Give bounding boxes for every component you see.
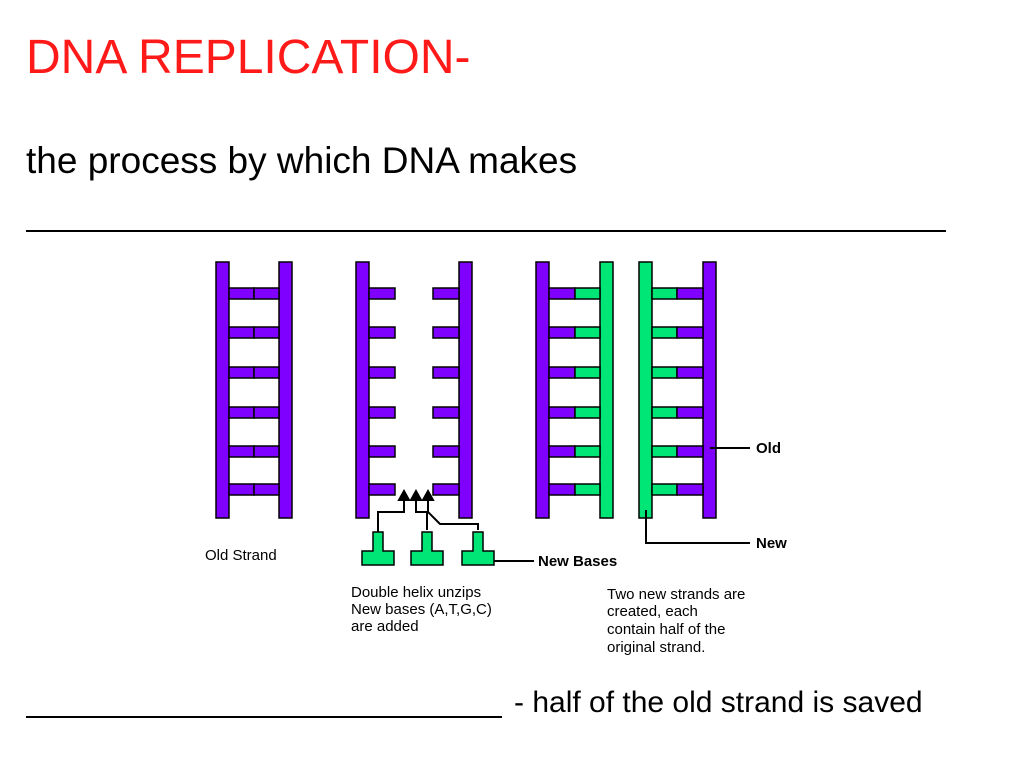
ladder2-half-left-4: [368, 406, 396, 419]
ladder2-half-right-2: [432, 326, 460, 339]
fill-in-blank-line: [26, 230, 946, 232]
ladder1-right-rail: [278, 261, 293, 519]
ladder4-rung-old-5: [676, 445, 704, 458]
ladder4-rung-new-4: [651, 406, 678, 419]
ladder2-half-right-5: [432, 445, 460, 458]
ladder2-half-right-6: [432, 483, 460, 496]
ladder1-rung-right-6: [253, 483, 280, 496]
arrow-head-3: [421, 488, 435, 501]
ladder2-half-left-5: [368, 445, 396, 458]
definition-text: the process by which DNA makes: [26, 140, 578, 181]
old-strand-label: Old Strand: [205, 547, 277, 564]
ladder4-rung-new-3: [651, 366, 678, 379]
ladder1-rung-left-2: [228, 326, 255, 339]
ladder1-rung-right-1: [253, 287, 280, 300]
ladder1-rung-right-3: [253, 366, 280, 379]
ladder3-rung-old-6: [548, 483, 576, 496]
ladder4-rung-old-1: [676, 287, 704, 300]
new-base-piece-2: [410, 531, 444, 566]
unzip-caption-line-2: New bases (A,T,G,C): [351, 601, 492, 618]
ladder3-rung-old-4: [548, 406, 576, 419]
ladder1-rung-left-3: [228, 366, 255, 379]
ladder4-rung-new-1: [651, 287, 678, 300]
ladder1-rung-right-4: [253, 406, 280, 419]
ladder4-rung-old-3: [676, 366, 704, 379]
result-caption-line-3: contain half of the: [607, 621, 725, 638]
ladder3-rung-new-6: [574, 483, 601, 496]
ladder4-rung-new-5: [651, 445, 678, 458]
new-pointer: [645, 510, 750, 544]
ladder3-rung-new-4: [574, 406, 601, 419]
ladder1-rung-right-5: [253, 445, 280, 458]
arrow-head-2: [409, 488, 423, 501]
ladder1-rung-left-4: [228, 406, 255, 419]
ladder2-half-left-3: [368, 366, 396, 379]
ladder1-rung-left-5: [228, 445, 255, 458]
old-label: Old: [756, 440, 781, 457]
ladder2-half-left-6: [368, 483, 396, 496]
pointer-lines: [494, 447, 750, 562]
ladder1-left-rail: [215, 261, 230, 519]
ladder1-rung-left-6: [228, 483, 255, 496]
bottom-statement: - half of the old strand is saved: [26, 688, 923, 718]
slide-title: DNA REPLICATION-: [26, 31, 471, 84]
new-base-pieces: [361, 531, 495, 566]
result-caption-line-2: created, each: [607, 603, 698, 620]
ladder3-rung-new-1: [574, 287, 601, 300]
connector-2: [415, 500, 428, 530]
ladder4-old-rail: [702, 261, 717, 519]
new-label: New: [756, 535, 787, 552]
ladder-graphics: [215, 261, 717, 519]
ladder3-rung-new-5: [574, 445, 601, 458]
connector-3: [427, 500, 479, 530]
ladder3-rung-old-1: [548, 287, 576, 300]
new-base-piece-1: [361, 531, 395, 566]
ladder3-rung-old-3: [548, 366, 576, 379]
ladder3-new-rail: [599, 261, 614, 519]
new-bases-label: New Bases: [538, 553, 617, 570]
ladder3-rung-old-2: [548, 326, 576, 339]
ladder2-right-rail: [458, 261, 473, 519]
ladder4-rung-new-6: [651, 483, 678, 496]
ladder1-rung-left-1: [228, 287, 255, 300]
unzip-caption-line-3: are added: [351, 618, 419, 635]
result-caption-line-1: Two new strands are: [607, 586, 745, 603]
result-caption-line-4: original strand.: [607, 639, 705, 656]
bottom-statement-text: - half of the old strand is saved: [514, 686, 923, 719]
ladder2-half-right-4: [432, 406, 460, 419]
ladder4-rung-old-2: [676, 326, 704, 339]
ladder3-old-rail: [535, 261, 550, 519]
ladder4-rung-old-6: [676, 483, 704, 496]
unzip-arrows: [377, 488, 479, 532]
ladder4-rung-new-2: [651, 326, 678, 339]
unzip-caption-line-1: Double helix unzips: [351, 584, 481, 601]
ladder2-half-right-3: [432, 366, 460, 379]
ladder4-new-rail: [638, 261, 653, 519]
new-base-piece-3: [461, 531, 495, 566]
ladder1-rung-right-2: [253, 326, 280, 339]
ladder3-rung-new-3: [574, 366, 601, 379]
arrow-head-1: [397, 488, 411, 501]
ladder2-half-right-1: [432, 287, 460, 300]
ladder3-rung-new-2: [574, 326, 601, 339]
ladder2-half-left-1: [368, 287, 396, 300]
answer-blank: [26, 688, 502, 718]
ladder2-half-left-2: [368, 326, 396, 339]
ladder4-rung-old-4: [676, 406, 704, 419]
connector-1: [377, 500, 405, 532]
ladder2-left-rail: [355, 261, 370, 519]
ladder3-rung-old-5: [548, 445, 576, 458]
